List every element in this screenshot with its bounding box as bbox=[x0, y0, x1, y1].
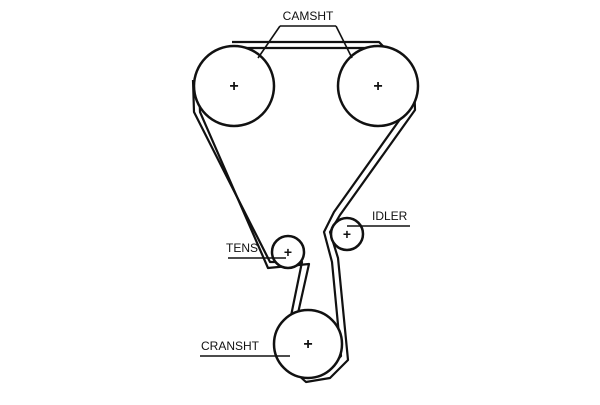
label-crankshaft: CRANSHT bbox=[201, 339, 260, 353]
tensioner-pulley: + bbox=[270, 234, 306, 270]
center-mark-cam-left: + bbox=[229, 78, 238, 95]
leader-camshaft-left bbox=[257, 25, 281, 59]
center-mark-crankshaft: + bbox=[303, 336, 312, 353]
label-tensioner: TENS bbox=[226, 241, 258, 255]
crankshaft-pulley: + bbox=[272, 308, 344, 380]
camshaft-pulley-right: + bbox=[336, 44, 420, 128]
center-mark-tensioner: + bbox=[284, 244, 292, 260]
center-mark-cam-right: + bbox=[373, 78, 382, 95]
leader-camshaft-right bbox=[335, 25, 353, 59]
label-camshaft: CAMSHT bbox=[283, 9, 334, 23]
leader-lines bbox=[200, 25, 410, 357]
idler-pulley: + bbox=[329, 216, 365, 252]
label-idler: IDLER bbox=[372, 209, 408, 223]
center-mark-idler: + bbox=[343, 226, 351, 242]
camshaft-pulley-left: + bbox=[192, 44, 276, 128]
